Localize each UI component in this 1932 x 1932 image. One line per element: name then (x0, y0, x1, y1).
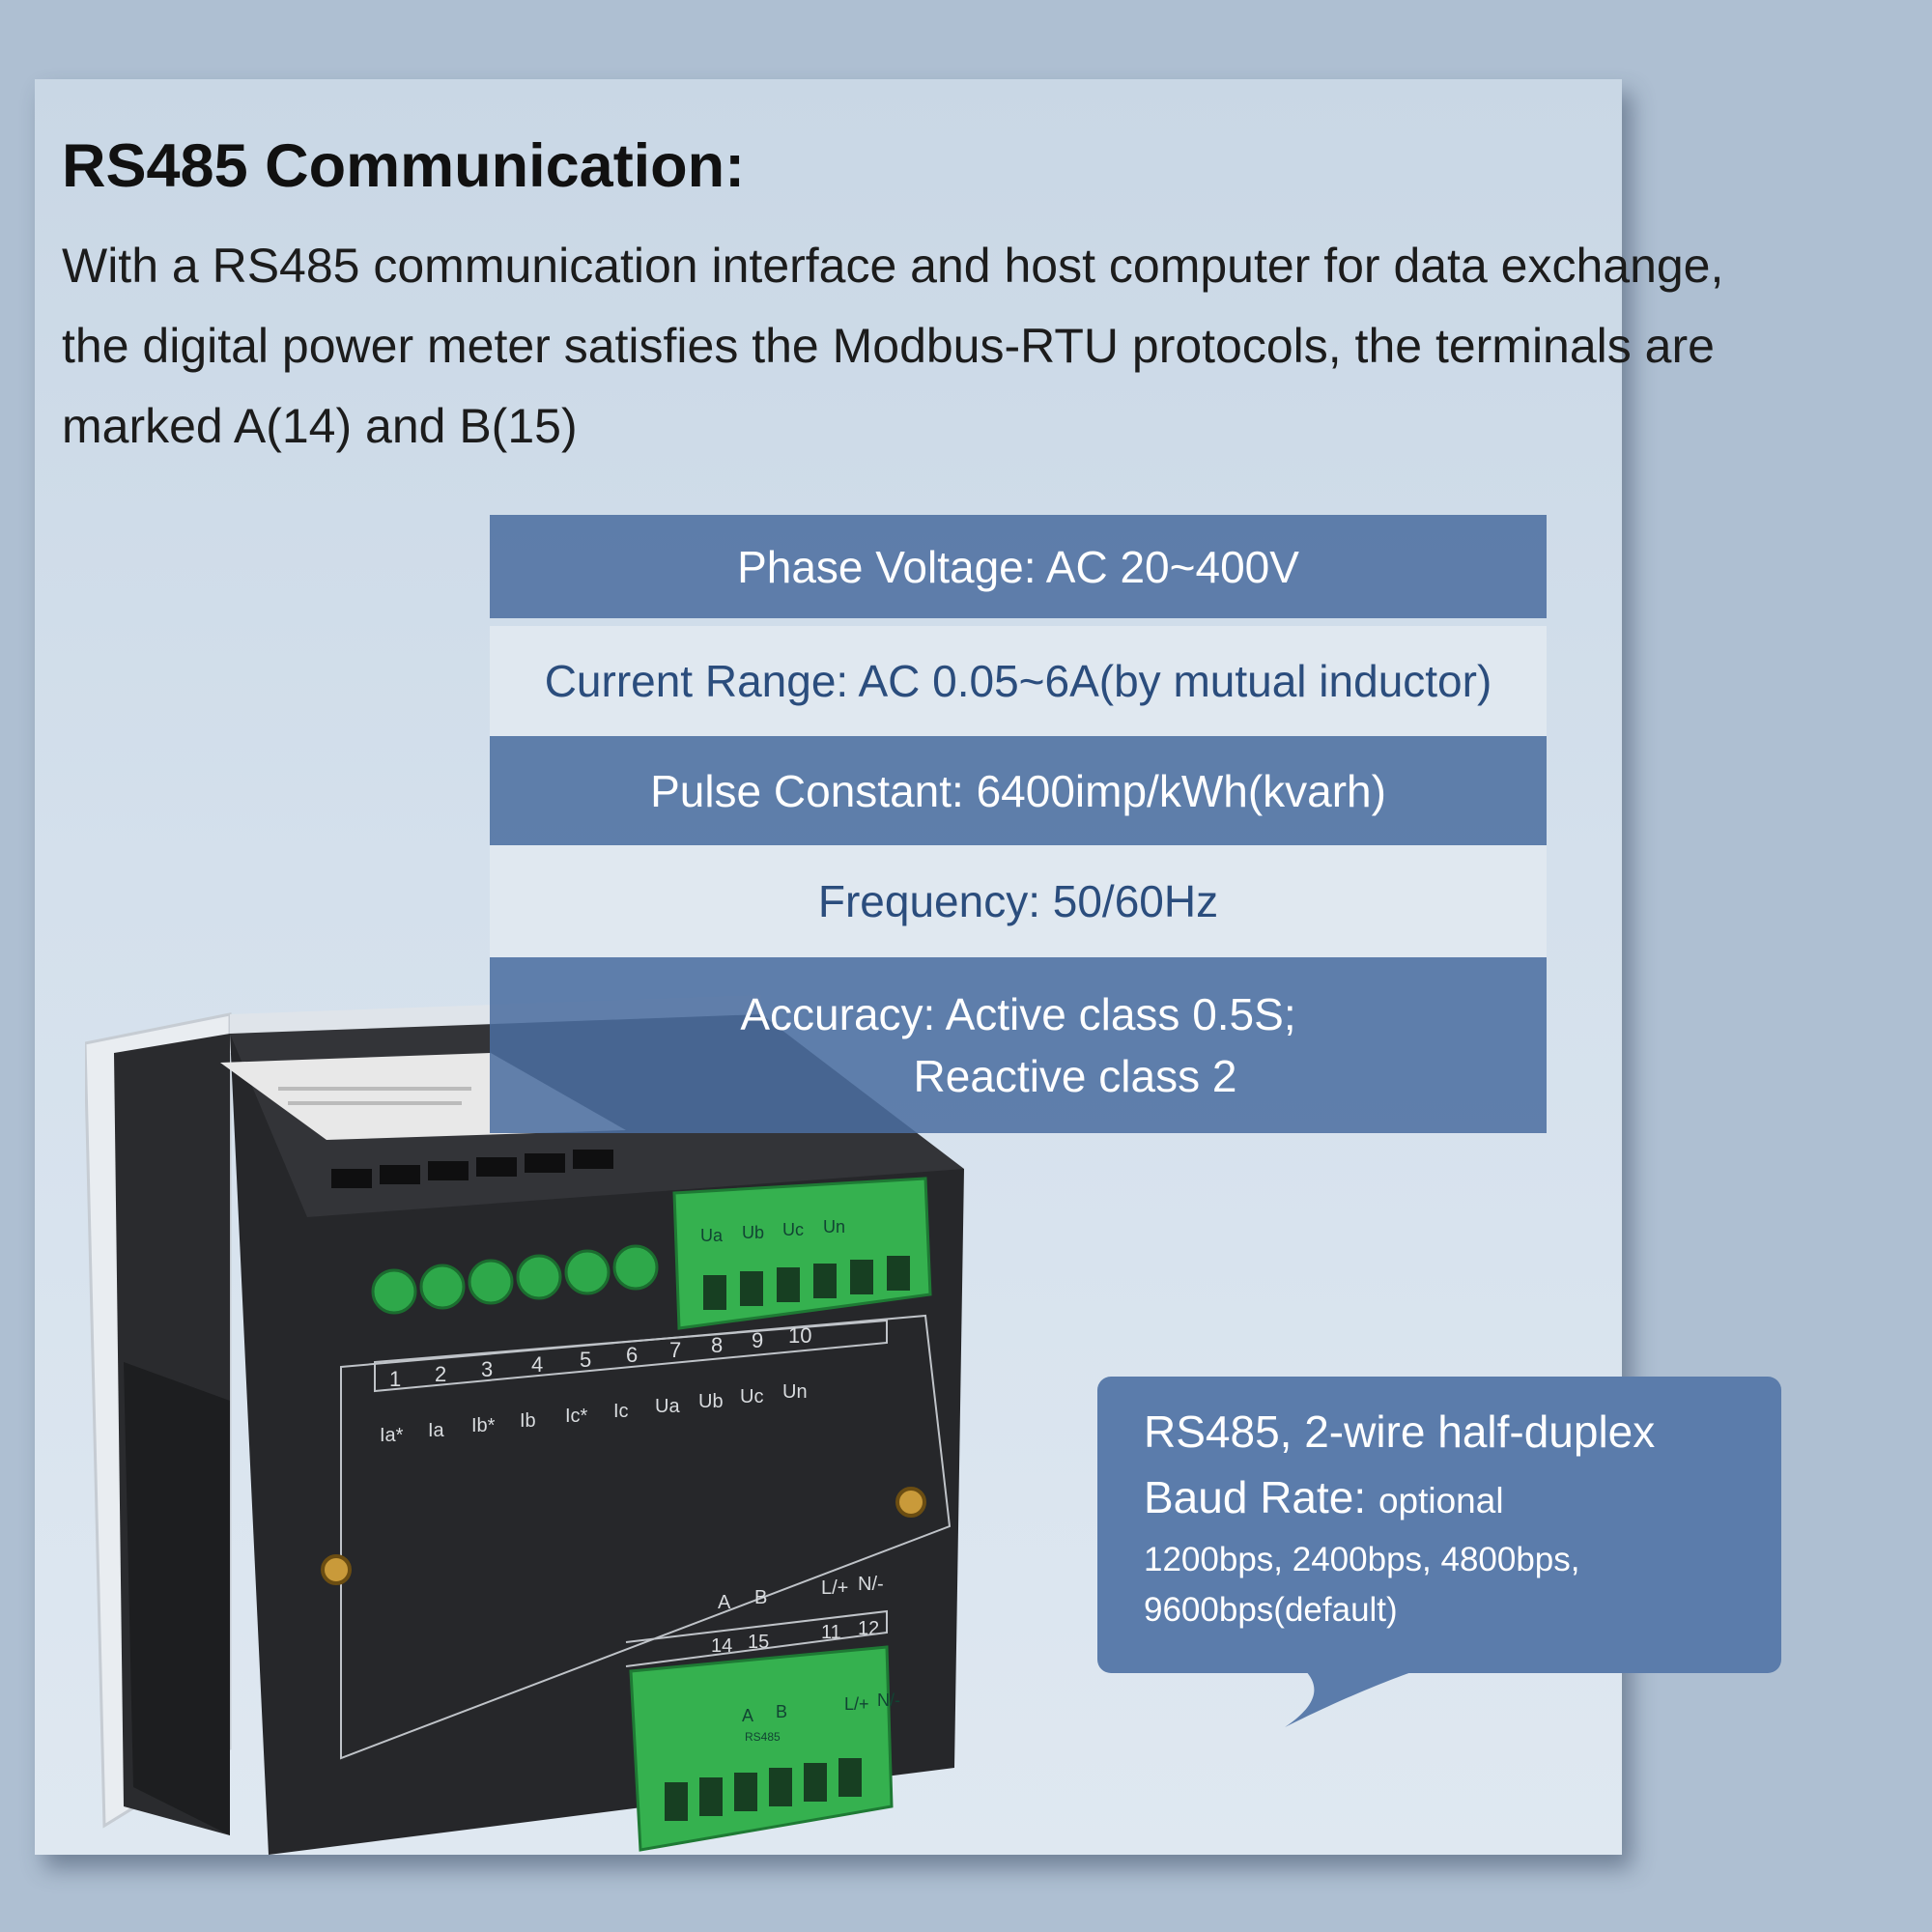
terminal-number: 6 (626, 1343, 638, 1367)
baud-rates-line: 1200bps, 2400bps, 4800bps, (1144, 1541, 1580, 1578)
terminal-number: 2 (435, 1362, 446, 1386)
terminal-number: 10 (788, 1323, 811, 1348)
terminal-label: A (742, 1706, 753, 1725)
description: With a RS485 communication interface and… (62, 226, 1926, 467)
spec-accuracy-line: Reactive class 2 (913, 1051, 1237, 1101)
terminal-number: 9 (752, 1328, 763, 1352)
terminal-name: A (718, 1592, 731, 1613)
spec-accuracy: Accuracy: Active class 0.5S; Reactive cl… (490, 957, 1547, 1133)
terminal-number: 1 (389, 1367, 401, 1391)
terminal-label: Ub (742, 1223, 764, 1242)
terminal-name: Uc (740, 1386, 763, 1407)
terminal-name: Un (782, 1381, 808, 1403)
mounting-screw (895, 1487, 926, 1518)
spec-table: Phase Voltage: AC 20~400V Current Range:… (490, 515, 1547, 1133)
spec-current-range: Current Range: AC 0.05~6A(by mutual indu… (490, 626, 1547, 736)
terminal-number: 4 (531, 1352, 543, 1377)
terminal-name: B (754, 1587, 767, 1608)
terminal-label: L/+ (844, 1694, 869, 1714)
terminal-label: RS485 (745, 1730, 781, 1744)
rs485-callout: RS485, 2-wire half-duplex Baud Rate: opt… (1097, 1377, 1781, 1673)
terminal-number: 3 (481, 1357, 493, 1381)
terminal-number: 11 (821, 1622, 841, 1643)
terminal-number: 8 (711, 1333, 723, 1357)
baud-optional: optional (1378, 1481, 1504, 1520)
terminal-label: Ua (700, 1226, 724, 1245)
terminal-name: Ic (613, 1401, 629, 1422)
terminal-label: Uc (782, 1220, 804, 1239)
terminal-name: Ib* (471, 1415, 496, 1436)
terminal-number: 5 (580, 1348, 591, 1372)
callout-baud: Baud Rate: optional (1144, 1471, 1781, 1523)
vent-slots (331, 1150, 613, 1188)
terminal-name: Ic* (565, 1406, 588, 1427)
page-title: RS485 Communication: (62, 132, 746, 200)
mounting-screw (321, 1554, 352, 1585)
spec-frequency: Frequency: 50/60Hz (490, 845, 1547, 957)
spec-accuracy-line: Accuracy: Active class 0.5S; (740, 989, 1296, 1039)
terminal-number: 7 (669, 1338, 681, 1362)
callout-tail (1285, 1669, 1420, 1727)
description-line: the digital power meter satisfies the Mo… (62, 319, 1715, 373)
terminal-name: Ua (655, 1396, 680, 1417)
terminal-name: Ib (520, 1410, 536, 1432)
terminal-label: N/- (877, 1690, 900, 1710)
terminal-name: L/+ (821, 1577, 848, 1599)
terminal-name: N/- (858, 1574, 884, 1595)
terminal-label: B (776, 1702, 787, 1721)
callout-title: RS485, 2-wire half-duplex (1144, 1406, 1656, 1457)
terminal-number: 14 (711, 1635, 732, 1657)
current-terminal-screws (371, 1244, 659, 1315)
terminal-label: Un (823, 1217, 845, 1236)
terminal-name: Ia* (380, 1425, 404, 1446)
baud-rates: 1200bps, 2400bps, 4800bps, 9600bps(defau… (1144, 1535, 1781, 1635)
terminal-name: Ub (698, 1391, 724, 1412)
spec-pulse-constant: Pulse Constant: 6400imp/kWh(kvarh) (490, 736, 1547, 845)
baud-rates-line: 9600bps(default) (1144, 1591, 1398, 1629)
spec-phase-voltage: Phase Voltage: AC 20~400V (490, 515, 1547, 618)
baud-label: Baud Rate: (1144, 1472, 1367, 1522)
description-line: marked A(14) and B(15) (62, 399, 578, 453)
terminal-name: Ia (428, 1420, 445, 1441)
description-line: With a RS485 communication interface and… (62, 239, 1724, 293)
